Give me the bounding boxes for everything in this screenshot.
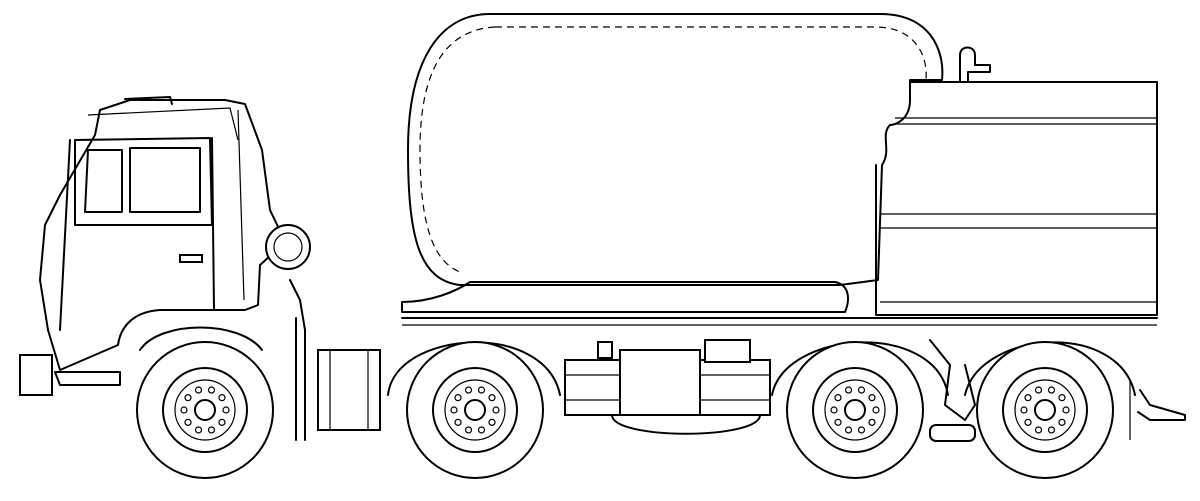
wheel-front — [136, 341, 274, 479]
wheel-second — [406, 341, 544, 479]
rear-body — [875, 81, 1158, 316]
wheels — [136, 341, 1114, 479]
wheel-third — [786, 341, 924, 479]
cab — [19, 96, 283, 396]
subframe — [401, 281, 1158, 326]
air-intake — [265, 224, 311, 441]
wheel-rear — [976, 341, 1114, 479]
chassis — [317, 339, 1186, 442]
tank — [407, 13, 991, 286]
